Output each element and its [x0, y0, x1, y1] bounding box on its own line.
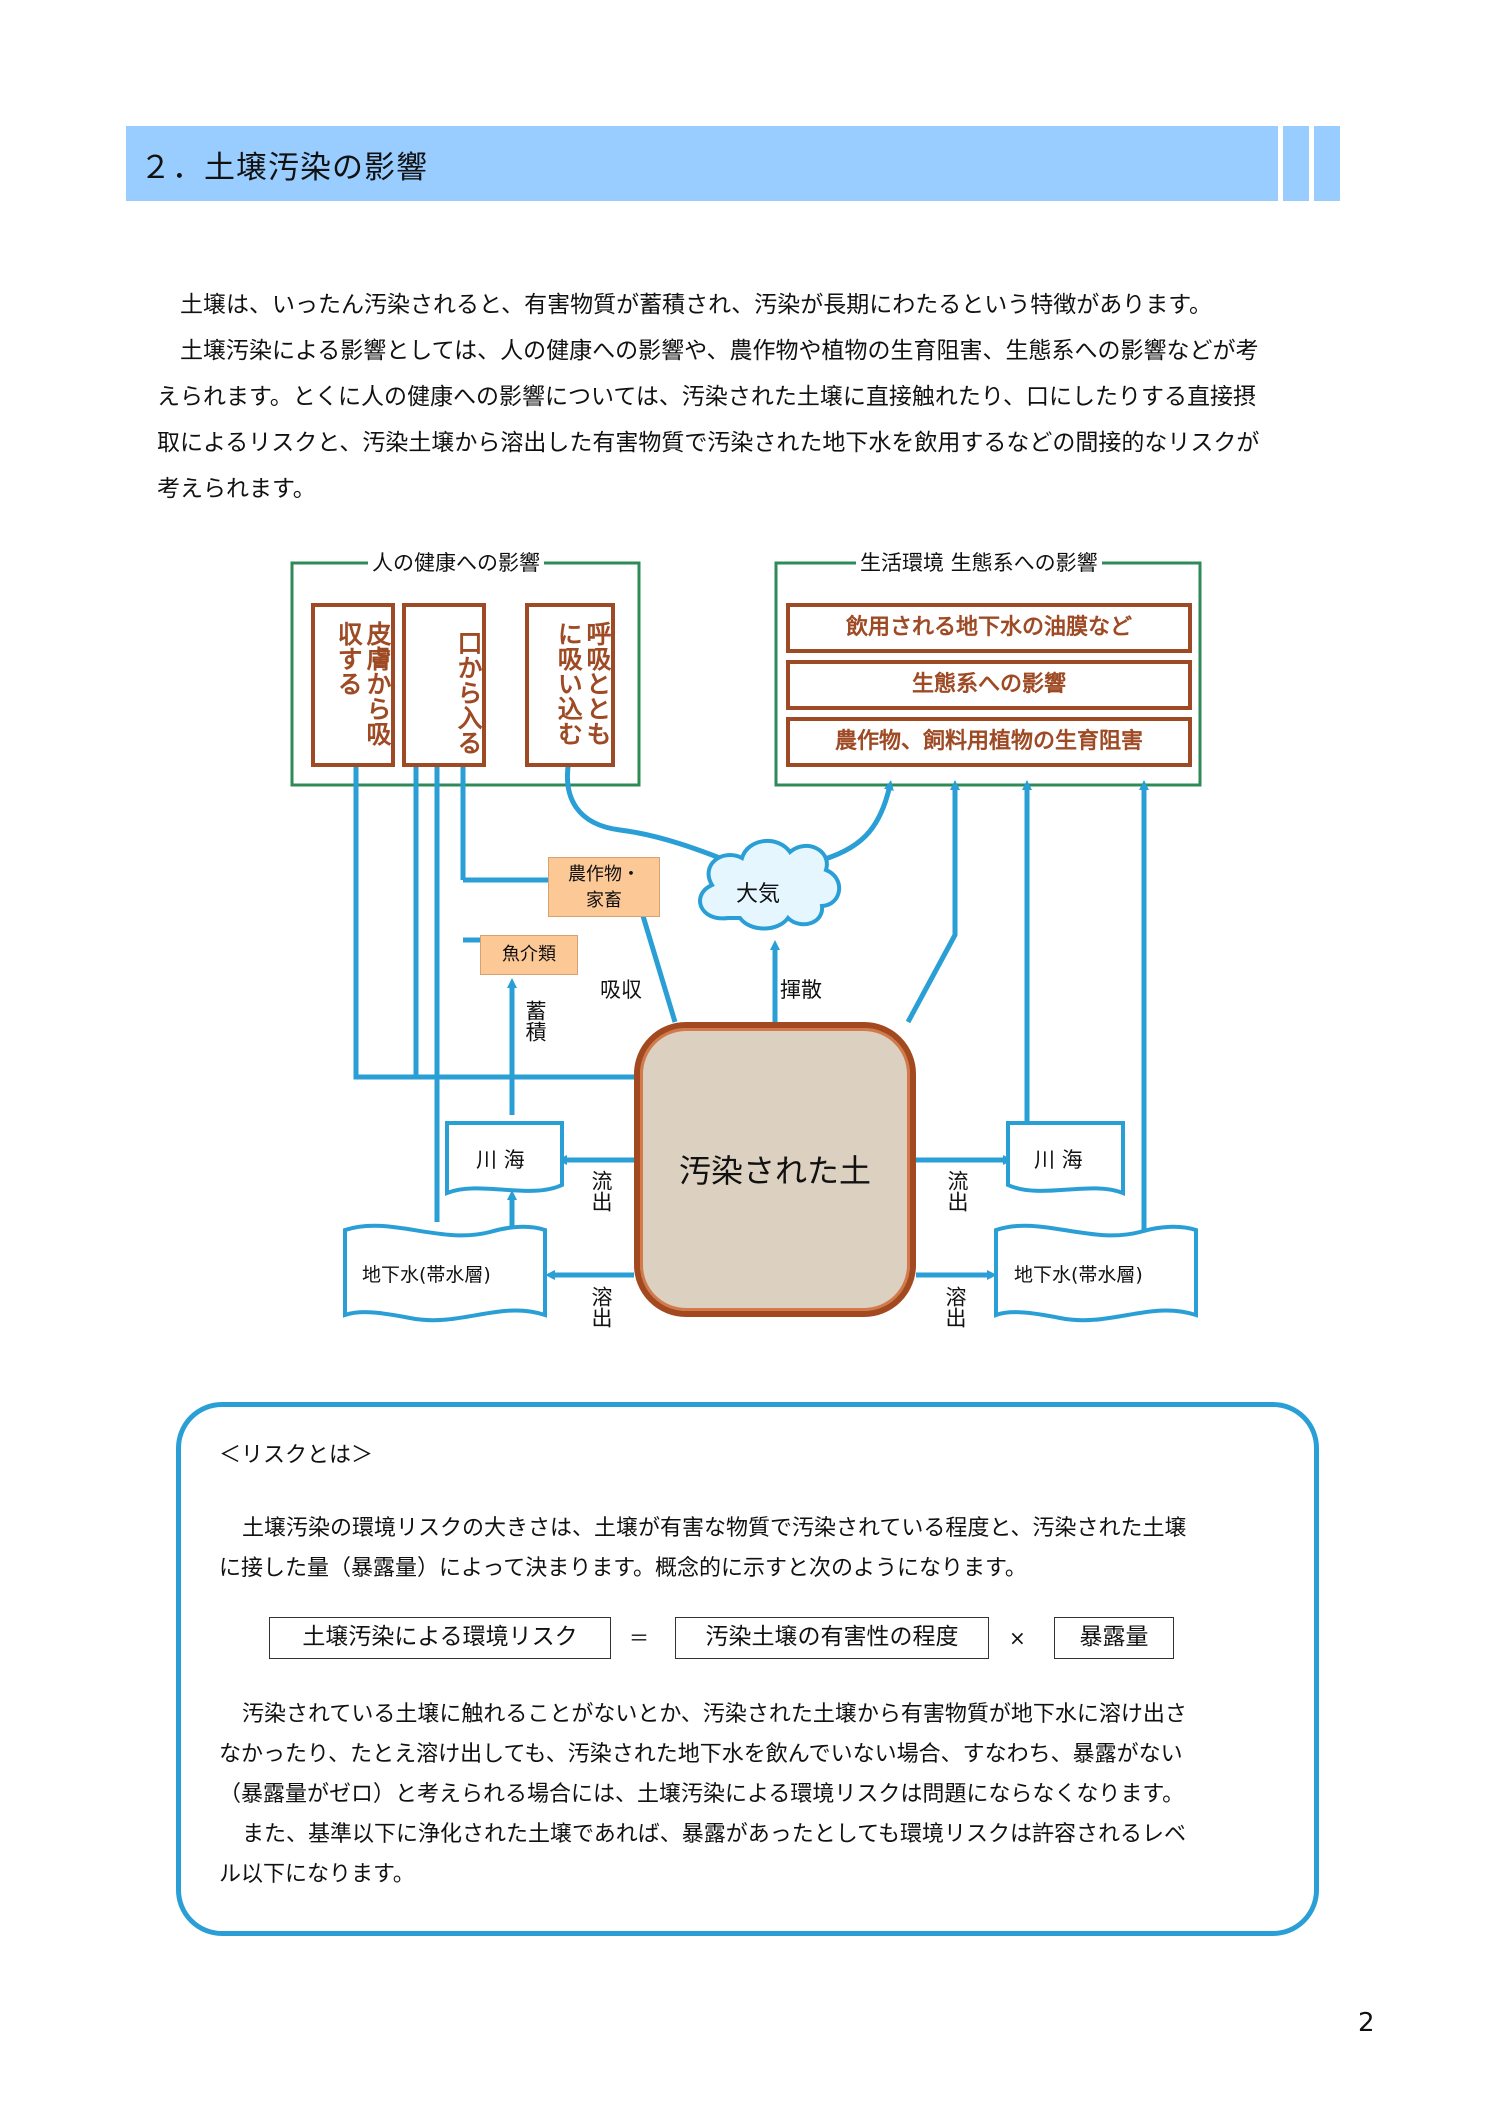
formula-times: × [1009, 1626, 1026, 1650]
groundwater-left-shape [343, 1223, 547, 1323]
risk-paragraph-1-line-1: 土壌汚染の環境リスクの大きさは、土壌が有害な物質で汚染されている程度と、汚染され… [242, 1516, 1187, 1541]
header-accent-block [1314, 126, 1340, 201]
intro-paragraph-2-line-2: えられます。とくに人の健康への影響については、汚染された土壌に直接触れたり、口に… [157, 384, 1256, 410]
environment-group-frame [774, 561, 1202, 787]
outflow-left-label: 流出 [589, 1170, 613, 1212]
river-sea-right-shape [1006, 1121, 1125, 1196]
contaminated-soil: 汚染された土 [634, 1022, 916, 1317]
intro-paragraph-2-line-4: 考えられます。 [157, 476, 316, 502]
skin-absorption-box: 皮膚から吸収する [311, 603, 395, 767]
risk-explanation-box: ＜リスクとは＞ 土壌汚染の環境リスクの大きさは、土壌が有害な物質で汚染されている… [176, 1402, 1319, 1936]
intro-paragraph-1: 土壌は、いったん汚染されると、有害物質が蓄積され、汚染が長期にわたるという特徴が… [180, 292, 1213, 318]
risk-paragraph-2-line-3: （暴露量がゼロ）と考えられる場合には、土壌汚染による環境リスクは問題にならなくな… [219, 1782, 1185, 1807]
arrow-soil-to-environment [905, 780, 960, 1024]
crop-growth-inhibition-box: 農作物、飼料用植物の生育阻害 [786, 717, 1192, 767]
river-sea-left-label: 川 海 [476, 1148, 525, 1172]
environment-group-label: 生活環境 生態系への影響 [856, 550, 1102, 576]
arrow-atmosphere-to-environment [814, 780, 894, 865]
arrow-to-mouth [411, 750, 634, 1080]
section-title: ２．土壌汚染の影響 [140, 150, 428, 186]
oral-intake-box: 口から入る [402, 603, 486, 767]
leaching-right-label: 溶出 [943, 1286, 967, 1328]
accumulation-label: 蓄積 [523, 1000, 547, 1042]
leaching-left-label: 溶出 [589, 1286, 613, 1328]
health-group-frame [290, 561, 641, 787]
groundwater-right-label: 地下水(帯水層) [1014, 1264, 1143, 1286]
risk-paragraph-3-line-2: ル以下になります。 [219, 1862, 415, 1887]
atmosphere-cloud [698, 838, 842, 931]
risk-paragraph-2-line-2: なかったり、たとえ溶け出しても、汚染された地下水を飲んでいない場合、すなわち、暴… [219, 1742, 1183, 1767]
groundwater-oil-film-box: 飲用される地下水の油膜など [786, 603, 1192, 653]
soil-contamination-diagram: 人の健康への影響 生活環境 生態系への影響 皮膚から吸収する 口から入る 呼吸と… [290, 550, 1202, 1328]
inhalation-box: 呼吸とともに吸い込む [525, 603, 615, 767]
page-number: 2 [1358, 2008, 1375, 2038]
intro-paragraph-2-line-3: 取によるリスクと、汚染土壌から溶出した有害物質で汚染された地下水を飲用するなどの… [157, 430, 1260, 456]
diagram-lines [290, 561, 1202, 1323]
seafood-box: 魚介類 [480, 935, 578, 975]
risk-paragraph-1: 土壌汚染の環境リスクの大きさは、土壌が有害な物質で汚染されている程度と、汚染され… [219, 1509, 1281, 1589]
risk-paragraph-1-line-2: に接した量（暴露量）によって決まります。概念的に示すと次のようになります。 [219, 1556, 1027, 1581]
groundwater-left-label: 地下水(帯水層) [362, 1264, 491, 1286]
risk-paragraph-2: 汚染されている土壌に触れることがないとか、汚染された土壌から有害物質が地下水に溶… [219, 1695, 1281, 1895]
risk-title: ＜リスクとは＞ [219, 1443, 374, 1468]
river-sea-left-shape [445, 1121, 564, 1196]
formula-hazard-level: 汚染土壌の有害性の程度 [675, 1617, 989, 1659]
absorption-label: 吸収 [600, 978, 642, 1002]
risk-paragraph-3-line-1: また、基準以下に浄化された土壌であれば、暴露があったとしても環境リスクは許容され… [242, 1822, 1187, 1847]
atmosphere-label: 大気 [736, 882, 781, 907]
intro-text: 土壌は、いったん汚染されると、有害物質が蓄積され、汚染が長期にわたるという特徴が… [157, 282, 1379, 512]
intro-paragraph-2-line-1: 土壌汚染による影響としては、人の健康への影響や、農作物や植物の生育阻害、生態系へ… [180, 338, 1259, 364]
volatilization-label: 揮散 [780, 978, 822, 1002]
crops-livestock-box: 農作物・ 家畜 [548, 857, 660, 917]
section-header: ２．土壌汚染の影響 [126, 126, 1278, 201]
header-accent-block [1283, 126, 1309, 201]
river-sea-right-label: 川 海 [1034, 1148, 1083, 1172]
health-group-label: 人の健康への影響 [368, 550, 544, 576]
arrow-to-skin [351, 750, 634, 1080]
groundwater-right-shape [994, 1223, 1198, 1323]
formula-exposure: 暴露量 [1054, 1617, 1174, 1659]
arrow-absorption [636, 901, 678, 1023]
formula-equals: ＝ [629, 1626, 649, 1650]
outflow-right-label: 流出 [945, 1170, 969, 1212]
formula-environmental-risk: 土壌汚染による環境リスク [269, 1617, 611, 1659]
ecosystem-impact-box: 生態系への影響 [786, 660, 1192, 710]
risk-paragraph-2-line-1: 汚染されている土壌に触れることがないとか、汚染された土壌から有害物質が地下水に溶… [242, 1702, 1187, 1727]
arrow-to-breathing [564, 750, 731, 865]
contaminated-soil-label: 汚染された土 [678, 1152, 871, 1190]
